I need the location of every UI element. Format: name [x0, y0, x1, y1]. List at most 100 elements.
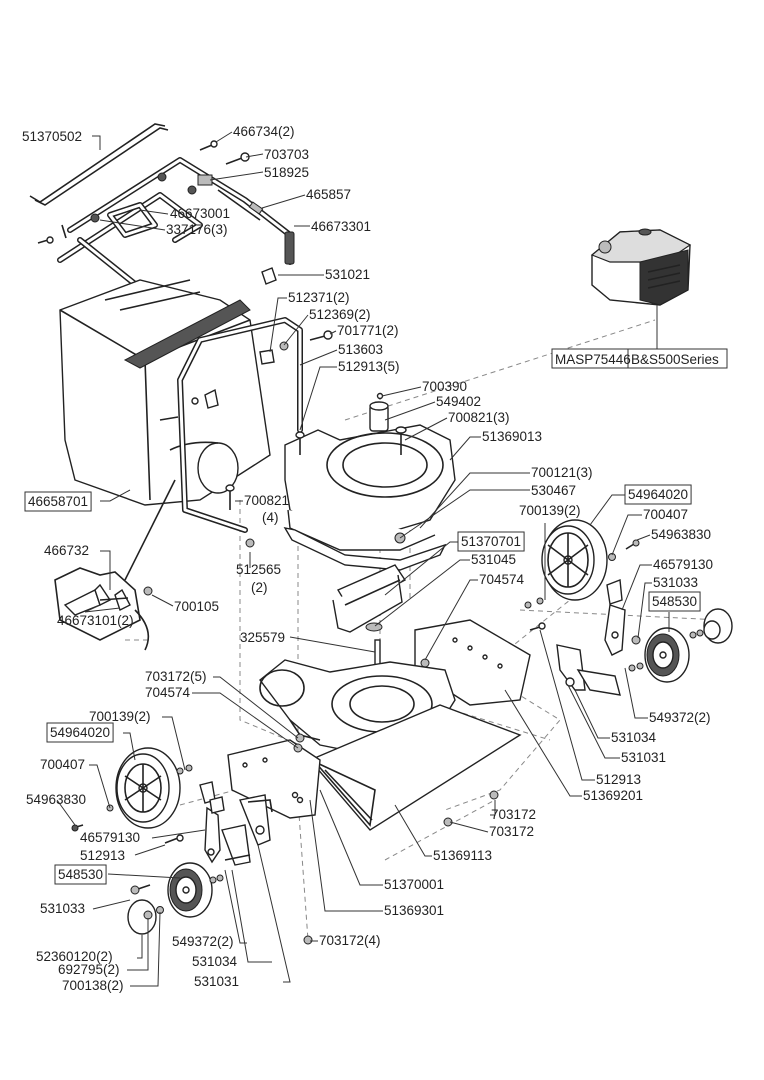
part-number[interactable]: 325579 [240, 630, 285, 645]
part-label[interactable]: 531033 [40, 901, 85, 916]
part-number[interactable]: 700105 [174, 599, 219, 614]
part-number[interactable]: 51369301 [384, 903, 444, 918]
part-number[interactable]: 465857 [306, 187, 351, 202]
assembly-part-number[interactable]: 46658701 [28, 494, 88, 509]
part-label[interactable]: 531045 [471, 552, 516, 567]
part-label[interactable]: 531031 [621, 750, 666, 765]
part-label[interactable]: 466732 [44, 543, 89, 558]
part-label[interactable]: 46673101(2) [57, 613, 134, 628]
part-label[interactable]: 549372(2) [649, 710, 711, 725]
part-label[interactable]: 549372(2) [172, 934, 234, 949]
part-label[interactable]: 51369201 [583, 788, 643, 803]
part-number[interactable]: (4) [262, 510, 279, 525]
part-label[interactable]: 530467 [531, 483, 576, 498]
part-number[interactable]: 531033 [653, 575, 698, 590]
part-number[interactable]: 549372(2) [172, 934, 234, 949]
part-label[interactable]: 337176(3) [166, 222, 228, 237]
part-number[interactable]: 54963830 [651, 527, 711, 542]
part-number[interactable]: 700121(3) [531, 465, 593, 480]
part-label[interactable]: (2) [251, 580, 268, 595]
part-number[interactable]: 549372(2) [649, 710, 711, 725]
part-label[interactable]: 700821(3) [448, 410, 510, 425]
part-number[interactable]: 51369013 [482, 429, 542, 444]
part-number[interactable]: 700139(2) [519, 503, 581, 518]
part-label[interactable]: 531034 [611, 730, 657, 745]
assembly-part-number[interactable]: 51370701 [461, 534, 521, 549]
engine-part-number[interactable]: MASP75446 [555, 352, 631, 367]
part-label[interactable]: 704574 [479, 572, 525, 587]
part-label[interactable]: 46579130 [80, 830, 140, 845]
part-label[interactable]: 692795(2) [58, 962, 120, 977]
part-label[interactable]: 512913(5) [338, 359, 400, 374]
part-number[interactable]: 46579130 [80, 830, 140, 845]
part-number[interactable]: 512913 [596, 772, 641, 787]
part-label[interactable]: 51369013 [482, 429, 542, 444]
part-label[interactable]: 54963830 [26, 792, 86, 807]
part-label[interactable]: 51370001 [384, 877, 444, 892]
part-number[interactable]: 700139(2) [89, 709, 151, 724]
part-label[interactable]: 46579130 [653, 557, 713, 572]
part-number[interactable]: 531031 [621, 750, 666, 765]
assembly-part-number[interactable]: 548530 [58, 867, 103, 882]
part-number[interactable]: 51369201 [583, 788, 643, 803]
part-number[interactable]: 531031 [194, 974, 239, 989]
part-number[interactable]: 700138(2) [62, 978, 124, 993]
part-label[interactable]: 700407 [40, 757, 85, 772]
part-label[interactable]: 512371(2) [288, 290, 350, 305]
part-label[interactable]: 518925 [264, 165, 309, 180]
assembly-part-number[interactable]: 54964020 [628, 487, 688, 502]
part-number[interactable]: 704574 [145, 685, 191, 700]
part-label[interactable]: 700139(2) [89, 709, 151, 724]
part-label[interactable]: 512565 [236, 562, 281, 577]
part-label[interactable]: 548530 [54, 864, 107, 885]
part-number[interactable]: 530467 [531, 483, 576, 498]
part-number[interactable]: 692795(2) [58, 962, 120, 977]
part-label[interactable]: 700139(2) [519, 503, 581, 518]
part-number[interactable]: 52360120(2) [36, 949, 113, 964]
part-number[interactable]: 512913(5) [338, 359, 400, 374]
part-label[interactable]: 531034 [192, 954, 238, 969]
part-number[interactable]: 704574 [479, 572, 525, 587]
part-number[interactable]: 700390 [422, 379, 467, 394]
part-number[interactable]: 531045 [471, 552, 516, 567]
part-number[interactable]: 51369113 [433, 848, 492, 863]
part-label[interactable]: 701771(2) [337, 323, 399, 338]
part-label[interactable]: 466734(2) [233, 124, 295, 139]
part-number[interactable]: 46579130 [653, 557, 713, 572]
part-number[interactable]: 700821(3) [448, 410, 510, 425]
part-number[interactable]: 531021 [325, 267, 370, 282]
part-label[interactable]: 325579 [240, 630, 285, 645]
part-label[interactable]: 548530 [648, 591, 701, 612]
part-label[interactable]: 46673301 [311, 219, 371, 234]
part-number[interactable]: 466732 [44, 543, 89, 558]
part-label[interactable]: (4) [262, 510, 279, 525]
part-label[interactable]: 700105 [174, 599, 219, 614]
part-label[interactable]: 549402 [436, 394, 481, 409]
part-number[interactable]: 703172(4) [319, 933, 381, 948]
part-number[interactable]: 531034 [192, 954, 238, 969]
part-label[interactable]: 54964020 [46, 722, 114, 743]
part-label[interactable]: 51370502 [22, 129, 82, 144]
part-number[interactable]: 51370502 [22, 129, 82, 144]
part-number[interactable]: 700821 [244, 493, 289, 508]
part-label[interactable]: 704574 [145, 685, 191, 700]
part-number[interactable]: 531033 [40, 901, 85, 916]
part-number[interactable]: 466734(2) [233, 124, 295, 139]
part-label[interactable]: 703703 [264, 147, 309, 162]
part-number[interactable]: 703703 [264, 147, 309, 162]
part-label[interactable]: 54963830 [651, 527, 711, 542]
part-label[interactable]: 703172 [489, 824, 534, 839]
part-number[interactable]: 701771(2) [337, 323, 399, 338]
assembly-part-number[interactable]: 548530 [652, 594, 697, 609]
part-label[interactable]: 700138(2) [62, 978, 124, 993]
part-label[interactable]: 52360120(2) [36, 949, 113, 964]
part-label[interactable]: 703172(5) [145, 669, 207, 684]
part-number[interactable]: 512913 [80, 848, 125, 863]
part-label[interactable]: 51370701 [457, 531, 525, 552]
part-label[interactable]: 700121(3) [531, 465, 593, 480]
part-number[interactable]: 700407 [40, 757, 85, 772]
part-label[interactable]: 700390 [422, 379, 467, 394]
part-number[interactable]: 703172 [489, 824, 534, 839]
part-number[interactable]: 512371(2) [288, 290, 350, 305]
part-number[interactable]: 54963830 [26, 792, 86, 807]
